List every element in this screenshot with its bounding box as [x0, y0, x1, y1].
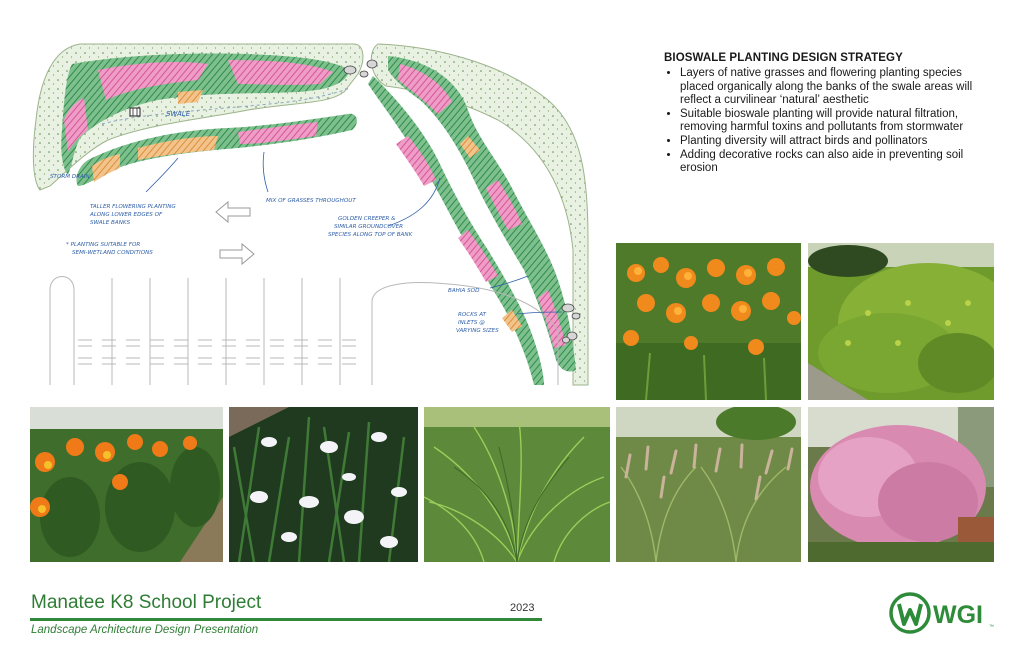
storm-drain-symbol — [129, 107, 141, 117]
project-title: Manatee K8 School Project — [31, 592, 262, 613]
taller-planting-label-3: SWALE BANKS — [90, 220, 131, 226]
storm-drain-label: STORM DRAIN — [50, 174, 91, 180]
semi-wetland-label-2: SEMI-WETLAND CONDITIONS — [72, 250, 153, 256]
taller-planting-label-1: TALLER FLOWERING PLANTING — [90, 204, 176, 210]
strategy-bullet: Layers of native grasses and flowering p… — [680, 67, 994, 108]
footer-divider — [30, 618, 542, 621]
rocks-label-3: VARYING SIZES — [456, 328, 499, 334]
fountain-grass-photo — [616, 407, 801, 562]
project-year: 2023 — [510, 602, 535, 614]
semi-wetland-label-1: * PLANTING SUITABLE FOR — [66, 242, 140, 248]
swale-label: SWALE — [166, 110, 191, 118]
rocks-label-2: INLETS @ — [458, 320, 485, 326]
pink-muhly-grass-photo — [808, 407, 994, 562]
white-iris-photo — [229, 407, 418, 562]
golden-creeper-label-1: GOLDEN CREEPER & — [338, 216, 396, 222]
canna-lily-photo — [30, 407, 223, 562]
project-subtitle: Landscape Architecture Design Presentati… — [31, 624, 259, 636]
bahia-sod-label: BAHIA SOD — [448, 288, 480, 294]
strategy-bullet: Planting diversity will attract birds an… — [680, 135, 994, 149]
rocks-label-1: ROCKS AT — [458, 312, 487, 318]
trademark-mark: ™ — [989, 624, 994, 630]
bioswale-site-plan: SWALE STORM DRAIN TALLER FLOWERING PLANT… — [32, 43, 589, 386]
strategy-heading: BIOSWALE PLANTING DESIGN STRATEGY — [664, 52, 903, 64]
golden-creeper-label-3: SPECIES ALONG TOP OF BANK — [328, 232, 414, 238]
orange-milkweed-photo — [616, 243, 801, 400]
strategy-bullet: Adding decorative rocks can also aide in… — [680, 149, 994, 176]
golden-creeper-label-2: SIMILAR GROUNDCOVER — [334, 224, 403, 230]
strategy-bullet: Suitable bioswale planting will provide … — [680, 108, 994, 135]
design-strategy: BIOSWALE PLANTING DESIGN STRATEGY Layers… — [664, 52, 994, 176]
mix-grasses-label: MIX OF GRASSES THROUGHOUT — [266, 198, 356, 204]
taller-planting-label-2: ALONG LOWER EDGES OF — [89, 212, 163, 218]
parking-lot — [49, 276, 559, 385]
direction-arrows — [215, 200, 255, 266]
wgi-logo: WGI ™ — [889, 592, 994, 634]
wgi-logo-text: WGI — [933, 601, 983, 629]
green-grass-photo — [424, 407, 610, 562]
inlet-rocks — [343, 59, 581, 344]
strategy-list: Layers of native grasses and flowering p… — [664, 67, 994, 176]
groundcover-shrub-photo — [808, 243, 994, 400]
